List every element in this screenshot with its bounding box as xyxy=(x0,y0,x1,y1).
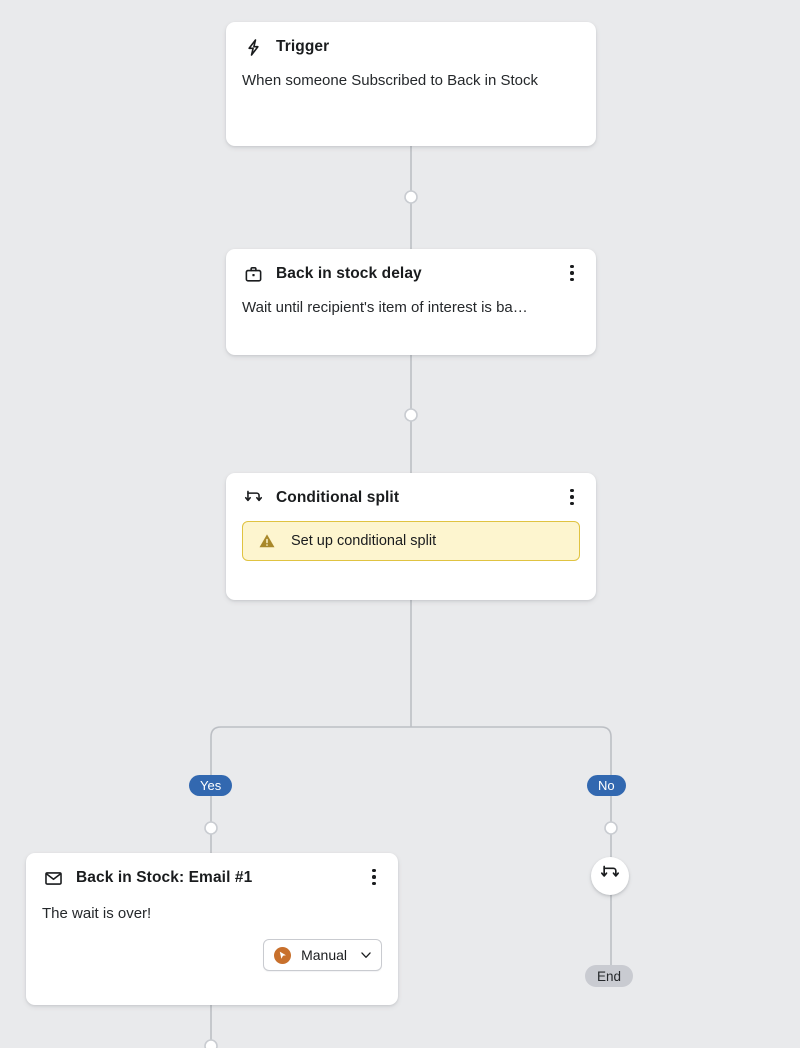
email-card-header: Back in Stock: Email #1 xyxy=(26,853,398,889)
cursor-pointer-icon xyxy=(274,946,292,964)
trigger-card-description: When someone Subscribed to Back in Stock xyxy=(242,72,538,89)
email-card-footer: Manual xyxy=(26,927,398,985)
send-mode-select[interactable]: Manual xyxy=(263,939,382,971)
branch-label-no[interactable]: No xyxy=(587,775,626,796)
delay-card[interactable]: Back in stock delay Wait until recipient… xyxy=(226,249,596,355)
setup-warning-banner[interactable]: Set up conditional split xyxy=(242,521,580,561)
split-card-kebab-menu-icon[interactable] xyxy=(560,485,584,509)
email-card-description: The wait is over! xyxy=(42,905,152,922)
setup-warning-text: Set up conditional split xyxy=(291,533,437,549)
delay-card-kebab-menu-icon[interactable] xyxy=(560,261,584,285)
end-node-label: End xyxy=(585,965,634,987)
email-card-kebab-menu-icon[interactable] xyxy=(362,865,386,889)
delay-card-description: Wait until recipient's item of interest … xyxy=(242,299,528,316)
split-card-title: Conditional split xyxy=(276,489,400,506)
connector-dot[interactable] xyxy=(204,821,218,835)
connector-dot[interactable] xyxy=(404,408,418,422)
conditional-split-card[interactable]: Conditional split Set up conditional spl… xyxy=(226,473,596,600)
connector-dot[interactable] xyxy=(604,821,618,835)
split-branch-icon xyxy=(242,487,264,509)
warning-triangle-icon xyxy=(257,531,277,551)
email-card[interactable]: Back in Stock: Email #1 The wait is over… xyxy=(26,853,398,1005)
connector-dot[interactable] xyxy=(404,190,418,204)
chevron-down-icon xyxy=(359,948,373,962)
envelope-icon xyxy=(42,867,64,889)
trigger-card[interactable]: Trigger When someone Subscribed to Back … xyxy=(226,22,596,146)
briefcase-icon xyxy=(242,263,264,285)
connector-dot[interactable] xyxy=(204,1039,218,1048)
lightning-bolt-icon xyxy=(242,36,264,58)
trigger-card-header: Trigger xyxy=(226,22,596,58)
delay-card-title: Back in stock delay xyxy=(276,265,422,282)
split-node-button[interactable] xyxy=(591,857,629,895)
delay-card-header: Back in stock delay xyxy=(226,249,596,285)
branch-label-yes[interactable]: Yes xyxy=(189,775,233,796)
email-card-title: Back in Stock: Email #1 xyxy=(76,869,253,886)
split-branch-icon xyxy=(600,864,620,889)
send-mode-label: Manual xyxy=(301,947,347,963)
split-card-body: Set up conditional split xyxy=(226,509,596,577)
trigger-card-title: Trigger xyxy=(276,38,330,55)
split-card-header: Conditional split xyxy=(226,473,596,509)
